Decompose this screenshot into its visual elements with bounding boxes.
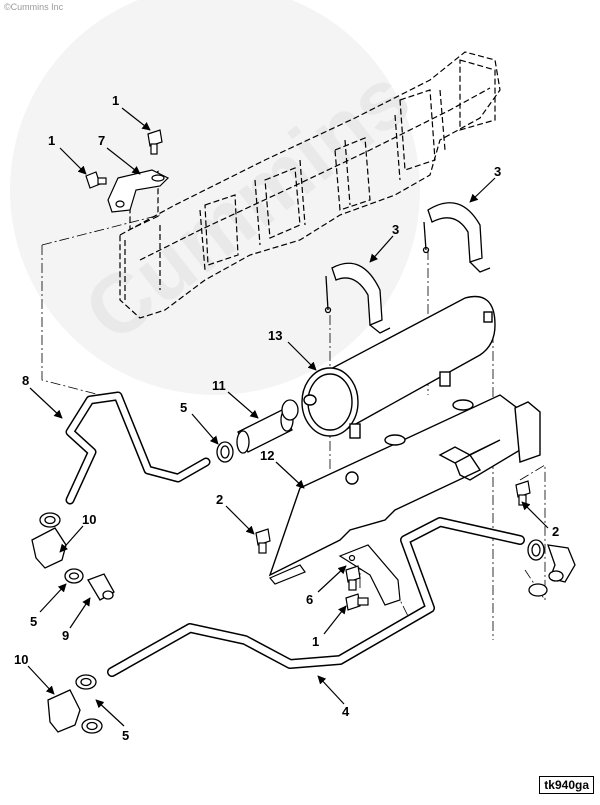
clamp-3-left	[324, 262, 391, 334]
clamp-5-left	[64, 568, 84, 584]
callout-3-left: 3	[392, 222, 399, 237]
tube-4-inner	[108, 518, 524, 676]
callout-5-lower: 5	[122, 728, 129, 743]
exhaust-manifold-outline	[119, 51, 501, 319]
bolt-6-mount	[345, 565, 361, 591]
clamp-5-lower	[75, 674, 103, 734]
mounting-plate-12	[268, 394, 541, 577]
callout-4: 4	[342, 704, 350, 719]
clamp-5-upper	[216, 399, 299, 463]
fitting-9	[87, 573, 115, 601]
bracket-7	[107, 169, 170, 213]
callout-13: 13	[268, 328, 282, 343]
bolt-1b	[85, 171, 107, 189]
air-tank-13	[301, 295, 496, 439]
bolt-2b	[515, 480, 531, 506]
leader-arrows	[27, 107, 549, 727]
cummins-watermark: Cummins	[10, 0, 427, 395]
bolt-1c	[345, 593, 369, 611]
callout-8: 8	[22, 373, 29, 388]
elbow-10-lower	[47, 689, 81, 733]
callout-12: 12	[260, 448, 274, 463]
copyright-notice: ©Cummins Inc	[4, 2, 64, 12]
callout-2-right: 2	[552, 524, 559, 539]
elbow-right	[547, 544, 576, 583]
clamp-5-right	[527, 539, 548, 597]
figure-tag: tk940ga	[539, 776, 594, 794]
bracket-6	[269, 544, 401, 606]
hose-11	[236, 408, 294, 454]
elbow-10-upper	[31, 512, 67, 569]
callout-7: 7	[98, 133, 105, 148]
callout-10-lower: 10	[14, 652, 28, 667]
callout-9: 9	[62, 628, 69, 643]
clamp-3-right	[422, 202, 491, 273]
bolt-1a	[147, 129, 163, 155]
callout-numbers: 1 1 7 3 3 13 8 11 5 12 2 2 10 5 9 6 1 10…	[14, 93, 559, 743]
callout-5-left: 5	[30, 614, 37, 629]
bolt-2a	[255, 528, 271, 554]
callout-11: 11	[212, 378, 226, 393]
callout-3-right: 3	[494, 164, 501, 179]
callout-2-left: 2	[216, 492, 223, 507]
callout-5-upper: 5	[180, 400, 187, 415]
callout-1-top: 1	[112, 93, 119, 108]
tube-8-inner	[67, 393, 209, 503]
callout-1-lower: 1	[312, 634, 319, 649]
callout-6: 6	[306, 592, 313, 607]
callout-10-upper: 10	[82, 512, 96, 527]
callout-1-left: 1	[48, 133, 55, 148]
